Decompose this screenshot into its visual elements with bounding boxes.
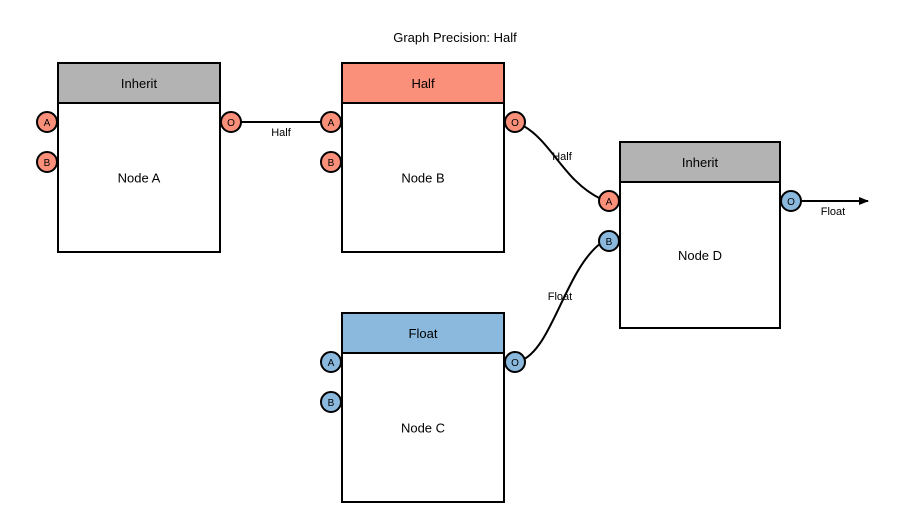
edge-label: Half <box>271 127 292 139</box>
input-port-label: B <box>44 158 51 169</box>
node-title: Node C <box>401 421 445 436</box>
output-port-label: O <box>787 197 795 208</box>
output-port-label: O <box>227 118 235 129</box>
output-port-o[interactable] <box>504 111 526 133</box>
node-header-label: Half <box>411 76 435 91</box>
input-port-b[interactable] <box>36 151 58 173</box>
input-port-label: A <box>328 118 335 129</box>
output-port-o[interactable] <box>504 351 526 373</box>
output-port-o[interactable] <box>780 190 802 212</box>
edge-label: Float <box>821 206 845 218</box>
node-header-label: Inherit <box>682 155 719 170</box>
edge-edge-c-to-d[interactable]: Float <box>519 242 602 362</box>
input-port-a[interactable] <box>320 351 342 373</box>
input-port-a[interactable] <box>320 111 342 133</box>
node-header[interactable] <box>341 62 505 104</box>
node-header[interactable] <box>57 62 221 104</box>
input-port-label: B <box>328 398 335 409</box>
input-port-a[interactable] <box>36 111 58 133</box>
output-port-label: O <box>511 358 519 369</box>
page-title: Graph Precision: Half <box>393 30 517 45</box>
input-port-b[interactable] <box>320 151 342 173</box>
edge-line[interactable] <box>519 123 602 200</box>
node-header-label: Float <box>409 326 438 341</box>
edge-edge-a-to-b[interactable]: Half <box>233 121 327 139</box>
input-port-a[interactable] <box>598 190 620 212</box>
edge-edge-d-output[interactable]: Float <box>796 197 869 218</box>
node-title: Node D <box>678 248 722 263</box>
node-header-label: Inherit <box>121 76 158 91</box>
output-port-label: O <box>511 118 519 129</box>
input-port-label: A <box>44 118 51 129</box>
output-port-o[interactable] <box>220 111 242 133</box>
node-title: Node B <box>401 171 444 186</box>
node-header[interactable] <box>619 141 781 183</box>
edge-label: Half <box>552 151 573 163</box>
input-port-label: B <box>606 237 613 248</box>
input-port-label: B <box>328 158 335 169</box>
edge-line[interactable] <box>519 242 602 362</box>
input-port-b[interactable] <box>598 230 620 252</box>
node-title: Node A <box>118 171 161 186</box>
edge-edge-b-to-d[interactable]: Half <box>519 123 602 200</box>
edge-label: Float <box>548 291 572 303</box>
input-port-label: A <box>328 358 335 369</box>
node-header[interactable] <box>341 312 505 354</box>
input-port-b[interactable] <box>320 391 342 413</box>
input-port-label: A <box>606 197 613 208</box>
